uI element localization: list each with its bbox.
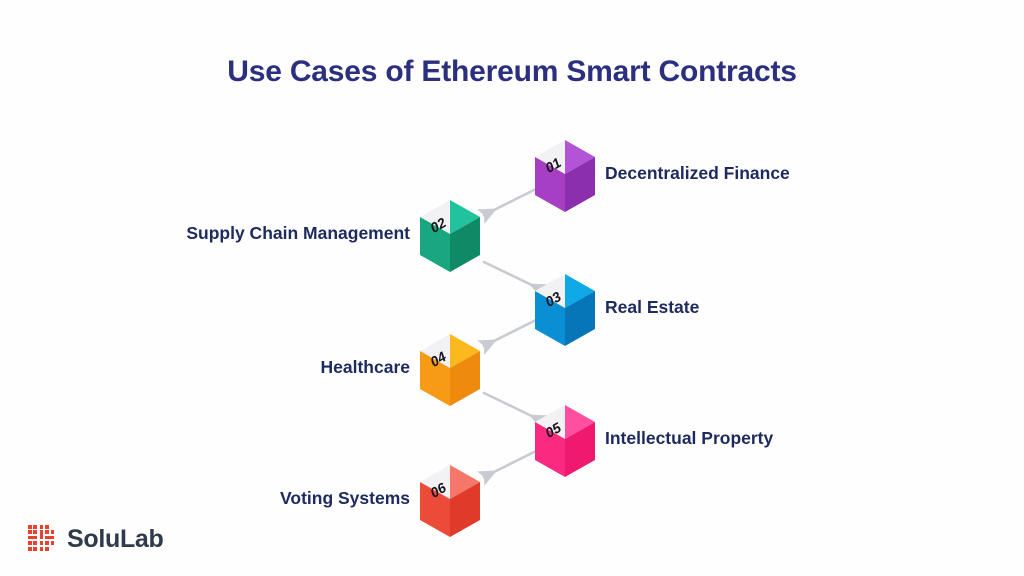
cube-front-right-face: [565, 422, 595, 477]
step-label-03: Real Estate: [605, 297, 700, 317]
cube-icon-03: 03: [533, 272, 597, 348]
cube-front-left-face: [535, 422, 565, 477]
solulab-logo-text: SoluLab: [67, 525, 164, 553]
step-label-05: Intellectual Property: [605, 428, 774, 448]
cube-top-right-face: [565, 405, 595, 439]
step-02[interactable]: 02 Supply Chain Management: [100, 198, 482, 274]
solulab-logo[interactable]: SoluLab: [28, 521, 164, 557]
cube-front-left-face: [420, 217, 450, 272]
cube-top-left-face: [420, 200, 450, 234]
cube-icon-04: 04: [418, 332, 482, 408]
cube-front-right-face: [565, 157, 595, 212]
cube-top-left-face: [420, 465, 450, 499]
cube-front-left-face: [420, 482, 450, 537]
step-05[interactable]: 05 Intellectual Property: [533, 403, 933, 479]
cube-top-right-face: [565, 274, 595, 308]
step-label-04: Healthcare: [320, 357, 411, 377]
step-label-06: Voting Systems: [280, 488, 410, 508]
cube-front-right-face: [565, 291, 595, 346]
cube-front-left-face: [420, 351, 450, 406]
cube-front-right-face: [450, 482, 480, 537]
cube-top-right-face: [450, 334, 480, 368]
cube-top-right-face: [450, 465, 480, 499]
cube-top-left-face: [535, 274, 565, 308]
cube-front-right-face: [450, 217, 480, 272]
step-01[interactable]: 01 Decentralized Finance: [533, 138, 933, 214]
cube-top-left-face: [420, 334, 450, 368]
cube-top-left-face: [535, 405, 565, 439]
cube-top-right-face: [565, 140, 595, 174]
step-03[interactable]: 03 Real Estate: [533, 272, 933, 348]
page-title: Use Cases of Ethereum Smart Contracts: [227, 55, 797, 89]
cube-top-right-face: [450, 200, 480, 234]
cube-icon-05: 05: [533, 403, 597, 479]
cube-icon-06: 06: [418, 463, 482, 539]
cube-top-left-face: [535, 140, 565, 174]
step-06[interactable]: 06 Voting Systems: [100, 463, 482, 539]
cube-front-right-face: [450, 351, 480, 406]
cube-icon-01: 01: [533, 138, 597, 214]
cube-icon-02: 02: [418, 198, 482, 274]
step-label-02: Supply Chain Management: [186, 223, 410, 243]
step-label-01: Decentralized Finance: [605, 163, 790, 183]
cube-front-left-face: [535, 157, 565, 212]
step-04[interactable]: 04 Healthcare: [100, 332, 482, 408]
solulab-mark-icon: [28, 525, 54, 551]
cube-front-left-face: [535, 291, 565, 346]
